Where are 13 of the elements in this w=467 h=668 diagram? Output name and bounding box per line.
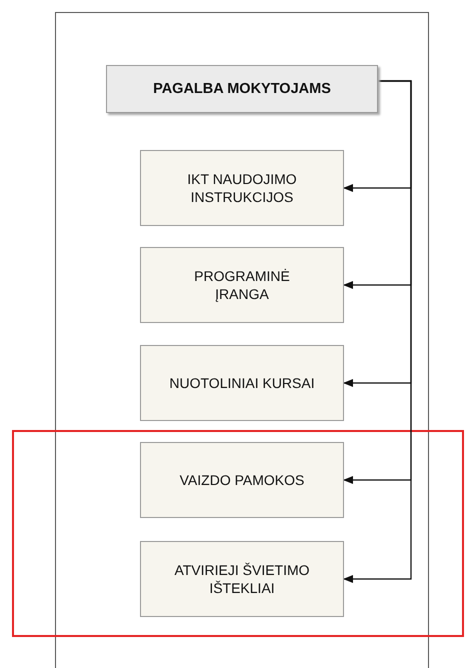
box-label: VAIZDO PAMOKOS	[180, 470, 304, 490]
process-box	[140, 247, 344, 323]
process-box	[140, 345, 344, 421]
box-label: ATVIRIEJI ŠVIETIMO IŠTEKLIAI	[173, 560, 311, 598]
process-box	[140, 442, 344, 518]
box-label: PROGRAMINĖ ĮRANGA	[193, 266, 291, 304]
box-label: IKT NAUDOJIMO INSTRUKCIJOS	[186, 170, 298, 206]
process-box	[140, 541, 344, 617]
process-box	[140, 150, 344, 226]
box-label: PAGALBA MOKYTOJAMS	[153, 80, 331, 98]
box-label: NUOTOLINIAI KURSAI	[169, 374, 315, 392]
arrow	[343, 80, 412, 583]
title-box	[106, 65, 378, 113]
